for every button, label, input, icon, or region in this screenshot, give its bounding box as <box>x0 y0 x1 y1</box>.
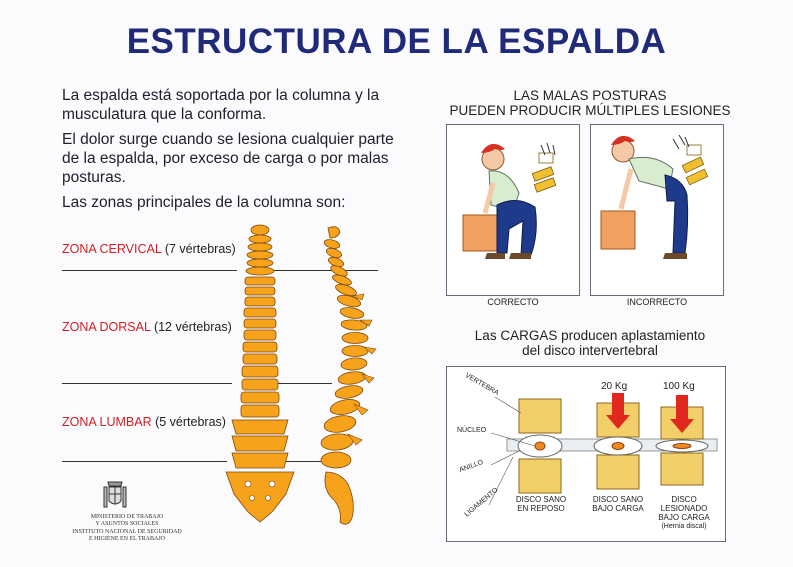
zone-lumbar-count: (5 vértebras) <box>155 415 226 429</box>
zone-dorsal-line <box>62 383 232 384</box>
page-title: ESTRUCTURA DE LA ESPALDA <box>126 22 667 61</box>
postures-heading-line-1: LAS MALAS POSTURAS <box>513 88 667 103</box>
caption-disc-1: DISCO SANO EN REPOSO <box>513 495 569 513</box>
incorrect-posture-illustration <box>600 134 709 259</box>
caption-disc-1-line-1: DISCO SANO <box>515 495 567 504</box>
postures-heading: LAS MALAS POSTURAS PUEDEN PRODUCIR MÚLTI… <box>440 88 740 118</box>
loads-heading: Las CARGAS producen aplastamiento del di… <box>440 328 740 358</box>
zone-cervical-line-right <box>272 270 378 271</box>
spine-side-view <box>320 226 377 525</box>
ministry-line-3: INSTITUTO NACIONAL DE SEGURIDAD <box>72 529 182 536</box>
zone-dorsal-label: ZONA DORSAL (12 vértebras) <box>62 320 232 334</box>
caption-disc-2: DISCO SANO BAJO CARGA <box>589 495 647 513</box>
zone-lumbar-line <box>62 461 227 462</box>
intro-text: La espalda está soportada por la columna… <box>62 86 397 218</box>
intro-paragraph-2: El dolor surge cuando se lesiona cualqui… <box>62 131 394 186</box>
caption-disc-3-line-2: BAJO CARGA <box>658 513 710 522</box>
zone-dorsal-count: (12 vértebras) <box>153 320 232 334</box>
zone-cervical-line <box>62 270 237 271</box>
zone-cervical-name: ZONA CERVICAL <box>62 242 162 256</box>
zone-lumbar-line-right <box>272 461 332 462</box>
intro-paragraph-1: La espalda está soportada por la columna… <box>62 87 380 123</box>
correct-label: CORRECTO <box>487 297 539 307</box>
correct-posture-panel: CORRECTO <box>446 124 580 307</box>
weight-20kg: 20 Kg <box>601 381 628 392</box>
ministry-line-2: Y ASUNTOS SOCIALES <box>95 520 159 527</box>
disc-diagram <box>488 393 718 506</box>
incorrect-label: INCORRECTO <box>626 297 688 307</box>
weight-100kg: 100 Kg <box>663 381 695 392</box>
zone-dorsal-name: ZONA DORSAL <box>62 320 151 334</box>
correct-posture-illustration <box>462 142 557 259</box>
ministry-line-4: E HIGIENE EN EL TRABAJO <box>89 535 165 542</box>
zone-lumbar-name: ZONA LUMBAR <box>62 415 152 429</box>
caption-disc-3: DISCO LESIONADO BAJO CARGA (Hernia disca… <box>647 495 721 531</box>
zone-cervical-label: ZONA CERVICAL (7 vértebras) <box>62 242 236 256</box>
zone-cervical-count: (7 vértebras) <box>164 242 236 256</box>
intro-paragraph-3: Las zonas principales de la columna son: <box>62 194 346 211</box>
zone-dorsal-line-right <box>272 383 332 384</box>
loads-heading-line-1: Las CARGAS producen aplastamiento <box>474 328 706 343</box>
caption-disc-3-line-1: DISCO LESIONADO <box>660 495 708 513</box>
caption-disc-2-line-1: DISCO SANO <box>592 495 644 504</box>
spine-front-view <box>225 224 295 523</box>
disc-diagram-panel: VERTEBRA NÚCLEO ANILLO LIGAMENTO 20 Kg 1… <box>446 366 726 542</box>
label-nucleo: NÚCLEO <box>457 427 487 434</box>
caption-disc-2-line-2: BAJO CARGA <box>592 504 644 513</box>
caption-disc-1-line-2: EN REPOSO <box>517 504 565 513</box>
ministry-line-1: MINISTERIO DE TRABAJO <box>90 514 164 520</box>
ministry-credits: MINISTERIO DE TRABAJO Y ASUNTOS SOCIALES… <box>72 514 182 542</box>
coat-of-arms-logo <box>103 481 127 508</box>
zone-lumbar-label: ZONA LUMBAR (5 vértebras) <box>62 415 226 429</box>
disc-healthy-rest <box>517 398 563 494</box>
postures-heading-line-2: PUEDEN PRODUCIR MÚLTIPLES LESIONES <box>449 103 731 118</box>
loads-heading-line-2: del disco intervertebral <box>522 343 658 358</box>
caption-disc-3-line-3: (Hernia discal) <box>661 523 707 530</box>
incorrect-posture-panel: INCORRECTO <box>590 124 724 307</box>
